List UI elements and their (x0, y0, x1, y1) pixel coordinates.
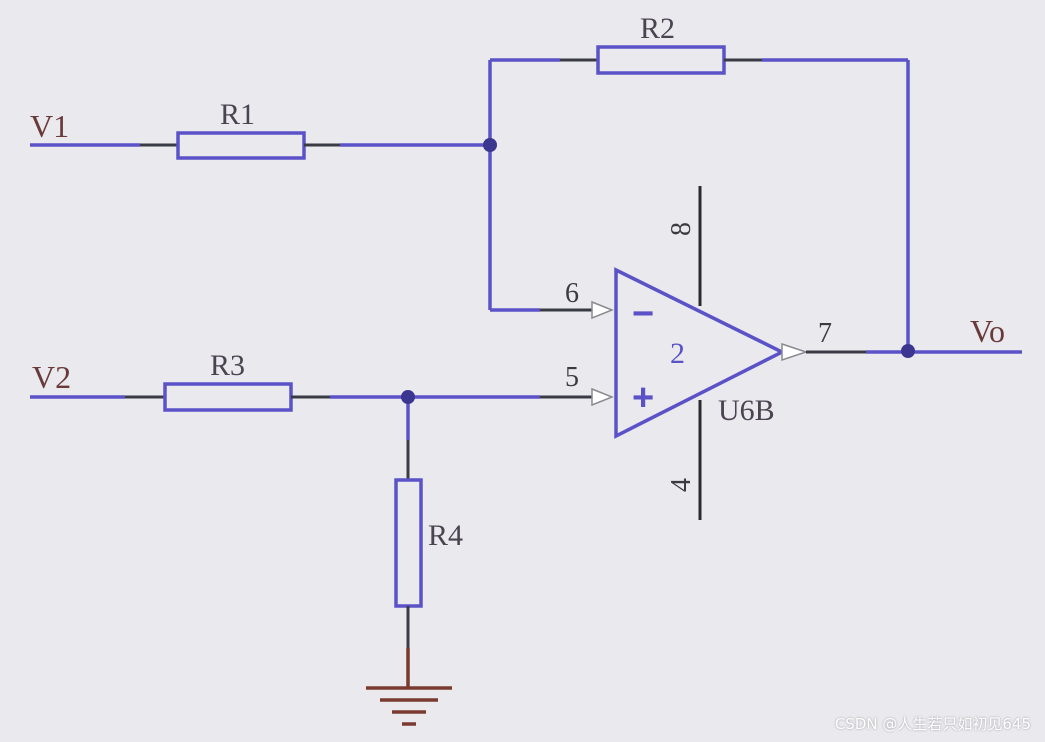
opamp-u6b: − + 2 U6B 6 5 7 8 4 (565, 186, 832, 520)
v2-input-branch: V2 R3 (30, 349, 615, 412)
output-branch: Vo (781, 313, 1022, 362)
pin-label-6: 6 (565, 278, 579, 309)
opamp-unit-number: 2 (670, 337, 685, 370)
r4-resistor (394, 478, 423, 608)
label-r2: R2 (640, 12, 675, 45)
feedback-branch: R2 (488, 12, 910, 350)
pin-label-7: 7 (818, 318, 832, 349)
r4-ground-branch: R4 (366, 397, 463, 726)
pin-label-8: 8 (666, 222, 697, 236)
opamp-designator: U6B (718, 394, 775, 427)
junction-dot-output-node (901, 344, 915, 358)
label-r4: R4 (428, 519, 463, 552)
net-label-v2: V2 (32, 359, 71, 395)
label-r3: R3 (210, 349, 245, 382)
pin-label-5: 5 (565, 362, 579, 393)
pin5-arrow-icon (591, 387, 615, 407)
net-label-v1: V1 (30, 108, 69, 144)
label-r1: R1 (220, 98, 255, 131)
inverting-sign: − (632, 293, 654, 335)
r2-resistor (596, 45, 726, 75)
opamp-triangle (614, 267, 786, 439)
r3-resistor (163, 382, 293, 412)
net-label-vo: Vo (970, 313, 1005, 349)
v1-input-branch: V1 R1 (30, 98, 490, 160)
watermark: CSDN @人生若只如初见645 (834, 715, 1031, 733)
junction-dot-noninverting-node (401, 390, 415, 404)
noninverting-sign: + (632, 377, 654, 419)
r1-resistor (176, 131, 306, 160)
pin-label-4: 4 (666, 478, 697, 492)
pin7-arrow-icon (781, 342, 809, 362)
pin6-arrow-icon (591, 300, 615, 320)
junction-dot-inverting-node (483, 138, 497, 152)
